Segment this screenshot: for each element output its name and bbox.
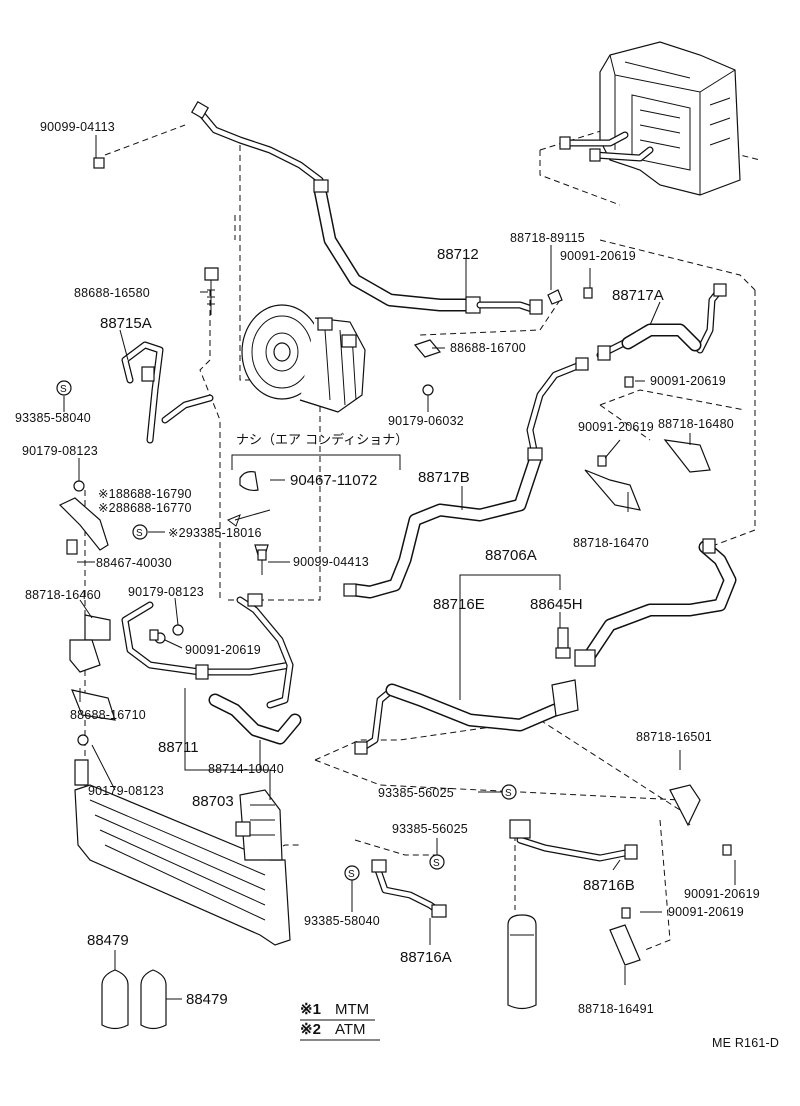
- legend-mark-2: ※2: [300, 1021, 321, 1038]
- label-88714-10040: 88714-10040: [208, 762, 284, 776]
- label-90179-08123-c: 90179-08123: [88, 784, 164, 798]
- legend-text-2: ATM: [335, 1021, 366, 1038]
- label-88479-a: 88479: [87, 932, 129, 949]
- label-93385-58040-b: 93385-58040: [304, 914, 380, 928]
- label-90179-06032: 90179-06032: [388, 414, 464, 428]
- svg-text:S: S: [348, 869, 355, 880]
- label-88718-16480: 88718-16480: [658, 417, 734, 431]
- condenser: [74, 784, 291, 946]
- label-90099-04413-mid: 90099-04413: [293, 555, 369, 569]
- label-93385-18016: ※293385-18016: [168, 526, 262, 540]
- label-88712: 88712: [437, 246, 479, 263]
- svg-text:S: S: [505, 788, 512, 799]
- label-88716e: 88716E: [433, 596, 485, 613]
- label-90091-20619-e: 90091-20619: [684, 887, 760, 901]
- receiver: [371, 819, 638, 1010]
- label-88717a: 88717A: [612, 287, 664, 304]
- label-93385-56025-a: 93385-56025: [378, 786, 454, 800]
- right-brackets: [93, 157, 732, 966]
- label-88718-16470: 88718-16470: [573, 536, 649, 550]
- note-no-ac: ナシ（エア コンディショナ）: [236, 432, 408, 448]
- label-88688-16790: ※188688-16790: [98, 487, 192, 501]
- label-90091-20619-c: 90091-20619: [578, 420, 654, 434]
- label-90091-20619-d: 90091-20619: [185, 643, 261, 657]
- label-90179-08123-a: 90179-08123: [22, 444, 98, 458]
- part-labels: 90099-04113 88712 88718-89115 90091-2061…: [15, 120, 760, 1016]
- label-88718-16460: 88718-16460: [25, 588, 101, 602]
- dashed-outlines: [84, 124, 761, 951]
- label-88711: 88711: [158, 739, 199, 756]
- label-88688-16710: 88688-16710: [70, 708, 146, 722]
- svg-text:S: S: [433, 858, 440, 869]
- label-88716a: 88716A: [400, 949, 452, 966]
- label-93385-56025-b: 93385-56025: [392, 822, 468, 836]
- label-90179-08123-b: 90179-08123: [128, 585, 204, 599]
- label-88715a: 88715A: [100, 315, 152, 332]
- label-88718-89115: 88718-89115: [510, 231, 585, 245]
- label-90091-20619-a: 90091-20619: [560, 249, 636, 263]
- legend: ※1 MTM ※2 ATM: [300, 1001, 380, 1041]
- label-88718-16501: 88718-16501: [636, 730, 712, 744]
- svg-text:S: S: [136, 528, 143, 539]
- hose-88706a: [354, 538, 737, 755]
- hose-88711: [121, 593, 302, 745]
- label-93385-58040-a: 93385-58040: [15, 411, 91, 425]
- hose-88712: [190, 100, 543, 315]
- label-90467-11072: 90467-11072: [290, 472, 377, 489]
- label-88645h: 88645H: [530, 596, 583, 613]
- evaporator-unit: [559, 41, 741, 196]
- svg-text:S: S: [60, 384, 67, 395]
- label-90091-20619-f: 90091-20619: [668, 905, 744, 919]
- label-88706a: 88706A: [485, 547, 537, 564]
- leader-lines: [63, 135, 736, 1000]
- legend-mark-1: ※1: [300, 1001, 321, 1018]
- left-brackets: [58, 267, 271, 786]
- label-88716b: 88716B: [583, 877, 635, 894]
- refrigerant-cans: [101, 969, 167, 1030]
- compressor: [241, 304, 366, 413]
- label-88688-16770: ※288688-16770: [98, 501, 192, 515]
- hose-88717b: [343, 357, 589, 599]
- label-88688-16700: 88688-16700: [450, 341, 526, 355]
- page-code: ME R161-D: [712, 1036, 779, 1050]
- label-88467-40030: 88467-40030: [96, 556, 172, 570]
- label-88718-16491: 88718-16491: [578, 1002, 654, 1016]
- label-90091-20619-b: 90091-20619: [650, 374, 726, 388]
- label-88479-b: 88479: [186, 991, 228, 1008]
- label-88688-16580: 88688-16580: [74, 286, 150, 300]
- legend-text-1: MTM: [335, 1001, 369, 1018]
- label-88717b: 88717B: [418, 469, 470, 486]
- label-88703: 88703: [192, 793, 234, 810]
- label-90099-04113-top: 90099-04113: [40, 120, 115, 134]
- hose-88717a: [596, 283, 727, 361]
